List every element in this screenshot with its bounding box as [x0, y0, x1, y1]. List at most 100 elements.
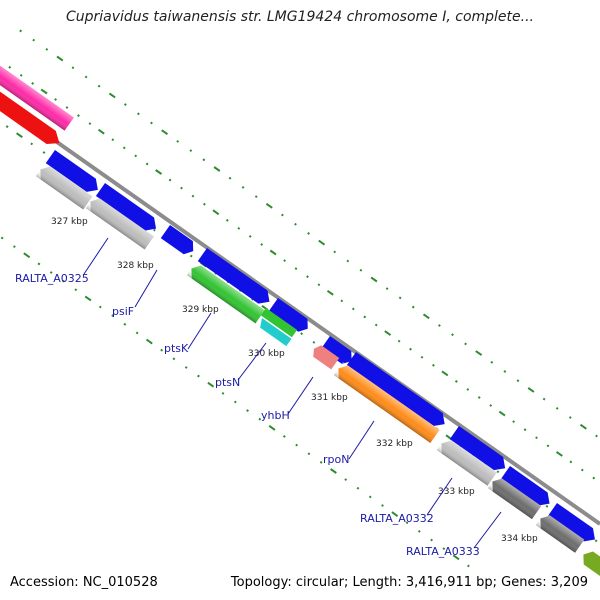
tick-mark — [467, 564, 470, 568]
tick-mark — [258, 417, 262, 421]
tick-mark — [54, 98, 57, 101]
tick-mark — [438, 324, 441, 327]
gene-label-ralta-a0332[interactable]: RALTA_A0332 — [360, 512, 434, 525]
tick-mark — [268, 424, 276, 431]
tick-mark — [122, 146, 126, 150]
gene-feature-blue-1[interactable] — [45, 150, 103, 196]
tick-mark — [363, 315, 367, 319]
gene-shape — [583, 551, 600, 585]
tick-mark — [203, 202, 206, 206]
gene-label-ralta-a0333[interactable]: RALTA_A0333 — [406, 545, 480, 558]
tick-mark — [150, 121, 153, 125]
gene-label-ptsn[interactable]: ptsN — [215, 376, 240, 389]
gene-label-ptsk[interactable]: ptsK — [164, 342, 189, 355]
leader-line — [287, 376, 314, 415]
gene-feature-green-1[interactable] — [186, 262, 265, 324]
tick-mark — [145, 338, 153, 345]
tick-mark — [397, 339, 401, 343]
gene-feature-blue-7[interactable] — [346, 352, 449, 431]
tick-mark — [42, 151, 46, 154]
tick-mark — [411, 305, 415, 309]
gene-shape — [45, 150, 98, 192]
gene-shape — [547, 503, 595, 542]
tick-mark — [184, 366, 188, 369]
gene-feature-red[interactable] — [0, 86, 64, 150]
gene-feature-blue-2[interactable] — [95, 183, 161, 235]
tick-mark — [312, 340, 316, 344]
gene-feature-gray-3[interactable] — [436, 437, 497, 486]
gene-feature-blue-9[interactable] — [500, 466, 554, 510]
tick-mark — [31, 81, 35, 85]
gene-shape — [500, 466, 550, 506]
tick-mark — [213, 166, 221, 172]
tick-mark — [326, 289, 334, 296]
kbp-label: 329 kbp — [182, 305, 219, 315]
tick-mark — [97, 84, 101, 88]
tick-mark — [475, 350, 483, 356]
tick-mark — [172, 357, 176, 361]
tick-mark — [65, 106, 69, 109]
tick-mark — [134, 154, 138, 158]
gene-feature-gray-1[interactable] — [35, 163, 93, 210]
tick-mark — [422, 313, 430, 320]
tick-mark — [295, 443, 298, 447]
tick-mark — [464, 342, 467, 346]
tick-mark — [56, 55, 64, 62]
tick-mark — [595, 434, 598, 438]
tick-mark — [197, 374, 200, 378]
tick-mark — [111, 314, 114, 318]
gene-shape — [160, 225, 194, 255]
tick-mark — [452, 554, 460, 561]
tick-mark — [8, 65, 12, 69]
gene-feature-gray-2[interactable] — [85, 195, 154, 250]
kbp-label: 332 kbp — [376, 439, 413, 449]
tick-mark — [307, 452, 311, 456]
tick-mark — [137, 112, 140, 116]
tick-mark — [542, 397, 546, 401]
leader-line — [83, 237, 109, 275]
gene-feature-orange[interactable] — [333, 362, 440, 443]
tick-mark — [503, 370, 507, 373]
gene-feature-darkgray-1[interactable] — [487, 475, 542, 520]
tick-mark — [145, 162, 149, 166]
tick-mark — [384, 330, 392, 336]
gene-feature-cyan[interactable] — [257, 318, 292, 347]
gene-label-psif[interactable]: psiF — [112, 305, 134, 318]
tick-mark — [466, 388, 470, 391]
gene-label-yhbh[interactable]: yhbH — [261, 409, 290, 422]
tick-mark — [16, 132, 23, 139]
gene-label-ralta-a0325[interactable]: RALTA_A0325 — [15, 272, 89, 285]
leader-line — [473, 511, 502, 549]
gene-shape — [260, 308, 298, 338]
backbone-line — [0, 100, 600, 526]
gene-label-rpon[interactable]: rpoN — [323, 453, 349, 466]
gene-feature-salmon[interactable] — [310, 343, 340, 370]
kbp-label: 330 kbp — [248, 349, 285, 359]
tick-mark — [489, 404, 493, 407]
gene-feature-blue-8[interactable] — [449, 426, 510, 475]
gene-feature-blue-4[interactable] — [197, 248, 274, 308]
gene-feature-blue-5[interactable] — [268, 298, 313, 335]
tick-mark — [527, 387, 535, 393]
gene-feature-blue-3[interactable] — [160, 225, 198, 258]
tick-mark — [71, 66, 75, 70]
gene-feature-darkgray-2[interactable] — [535, 512, 585, 553]
gene-feature-pink[interactable] — [0, 60, 74, 131]
gene-shape — [0, 86, 60, 144]
gene-shape — [320, 336, 352, 365]
tick-mark — [19, 29, 23, 33]
tick-mark — [282, 435, 286, 438]
gene-feature-olive[interactable] — [579, 548, 600, 585]
leader-line — [187, 312, 212, 350]
gene-feature-blue-6[interactable] — [320, 336, 356, 367]
tick-mark — [176, 140, 180, 143]
tick-mark — [307, 232, 310, 235]
gene-shape — [449, 426, 506, 471]
gene-feature-green-2[interactable] — [260, 308, 298, 338]
tick-mark — [13, 245, 16, 249]
gene-feature-blue-10[interactable] — [547, 503, 600, 546]
tick-mark — [442, 547, 446, 551]
leader-line — [134, 269, 158, 308]
